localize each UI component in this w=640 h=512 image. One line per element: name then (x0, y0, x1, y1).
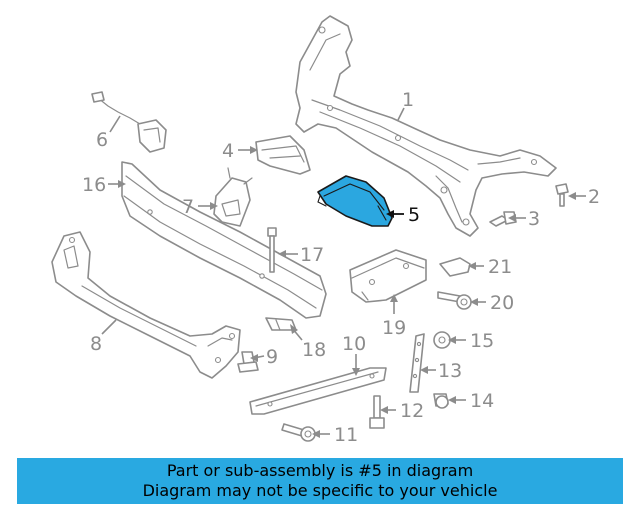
callout-15: 15 (470, 330, 494, 352)
callout-21: 21 (488, 256, 512, 278)
banner-line-2: Diagram may not be specific to your vehi… (142, 481, 498, 500)
parts-diagram: 1 2 3 4 5 6 7 8 9 10 11 12 13 14 15 16 1… (51, 15, 600, 446)
part-deflector-4 (255, 135, 311, 175)
callout-10: 10 (342, 333, 366, 355)
callout-8: 8 (90, 333, 102, 355)
part-stud-17 (267, 227, 277, 273)
callout-7: 7 (182, 196, 194, 218)
callout-labels: 1 2 3 4 5 6 7 8 9 10 11 12 13 14 15 16 1… (82, 89, 600, 446)
callout-6: 6 (96, 129, 108, 151)
callout-13: 13 (438, 360, 462, 382)
part-bolt-11 (281, 423, 316, 442)
part-bolt-12 (369, 395, 385, 429)
part-strip-13 (409, 333, 425, 393)
part-bar-10 (249, 367, 387, 415)
callout-20: 20 (490, 292, 514, 314)
callout-9: 9 (266, 346, 278, 368)
part-bracket-7 (213, 167, 253, 227)
callout-4: 4 (222, 140, 234, 162)
part-nut-9 (237, 351, 259, 373)
part-nut-15 (433, 331, 451, 349)
callout-18: 18 (302, 339, 326, 361)
leader-lines (101, 107, 586, 438)
part-bolt-20 (437, 291, 472, 310)
callout-3: 3 (528, 208, 540, 230)
callout-2: 2 (588, 186, 600, 208)
callout-5: 5 (408, 204, 420, 226)
part-clip-21 (439, 257, 471, 277)
callout-12: 12 (400, 400, 424, 422)
callout-19: 19 (382, 317, 406, 339)
part-lower-support-8 (51, 231, 241, 379)
part-radiator-support (295, 15, 557, 237)
part-5-highlighted (317, 175, 393, 227)
banner-line-1: Part or sub-assembly is #5 in diagram (166, 461, 474, 480)
info-banner: Part or sub-assembly is #5 in diagram Di… (17, 458, 623, 504)
callout-16: 16 (82, 174, 106, 196)
callout-17: 17 (300, 244, 324, 266)
part-sensor-6 (91, 91, 167, 153)
callout-1: 1 (402, 89, 414, 111)
part-bracket-19 (349, 249, 427, 303)
part-nut-14 (433, 393, 449, 409)
part-bolt-2 (555, 183, 569, 207)
callout-11: 11 (334, 424, 358, 446)
part-beam-16 (121, 161, 327, 319)
callout-14: 14 (470, 390, 494, 412)
